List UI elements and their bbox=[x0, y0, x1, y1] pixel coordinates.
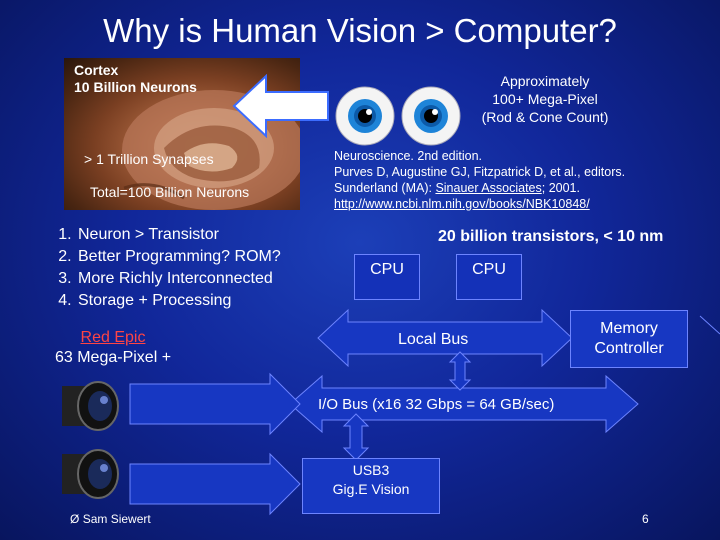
footer-author: Ø Sam Siewert bbox=[70, 512, 151, 526]
reference-line2: Purves D, Augustine GJ, Fitzpatrick D, e… bbox=[334, 165, 626, 179]
camera-lens-icon bbox=[62, 449, 119, 499]
usb-box: USB3 Gig.E Vision bbox=[302, 458, 440, 514]
cortex-line1: Cortex bbox=[74, 62, 119, 78]
cortex-label: Cortex 10 Billion Neurons bbox=[74, 62, 197, 96]
memory-line1: Memory bbox=[600, 320, 658, 337]
io-bus-arrow bbox=[289, 374, 639, 434]
red-epic-link[interactable]: Red Epic bbox=[80, 329, 146, 346]
page-number: 6 bbox=[642, 512, 649, 526]
list-item: Storage + Processing bbox=[76, 290, 281, 312]
reference-line3: Sunderland (MA): Sinauer Associates; 200… bbox=[334, 181, 580, 195]
publisher-link[interactable]: Sinauer Associates bbox=[435, 181, 542, 195]
cortex-line2: 10 Billion Neurons bbox=[74, 79, 197, 95]
camera-caption: Red Epic 63 Mega-Pixel + bbox=[28, 328, 198, 368]
reference-url-link[interactable]: http://www.ncbi.nlm.nih.gov/books/NBK108… bbox=[334, 197, 590, 211]
usb-line1: USB3 bbox=[352, 462, 390, 478]
transistor-count: 20 billion transistors, < 10 nm bbox=[438, 228, 664, 245]
page-title: Why is Human Vision > Computer? bbox=[103, 12, 617, 49]
memory-line2: Controller bbox=[594, 340, 664, 357]
memory-controller-box: Memory Controller bbox=[570, 310, 688, 368]
eye-icon bbox=[401, 86, 461, 146]
list-item: Better Programming? ROM? bbox=[76, 246, 281, 268]
eye-line1: Approximately bbox=[500, 73, 590, 89]
eye-icon bbox=[335, 86, 395, 146]
diameter-icon: Ø bbox=[70, 512, 80, 526]
cpu-box-2: CPU bbox=[456, 254, 522, 300]
local-io-connector bbox=[448, 351, 472, 391]
camera-arrow-bottom bbox=[129, 452, 301, 516]
usb-line2: Gig.E Vision bbox=[332, 481, 410, 497]
list-item: More Richly Interconnected bbox=[76, 268, 281, 290]
total-neurons-label: Total=100 Billion Neurons bbox=[90, 184, 250, 200]
camera-arrow-top bbox=[129, 372, 301, 436]
synapses-label: > 1 Trillion Synapses bbox=[84, 151, 214, 167]
reference-line1: Neuroscience. 2nd edition. bbox=[334, 149, 483, 163]
camera-lens-icon bbox=[62, 381, 119, 431]
local-bus-label: Local Bus bbox=[398, 331, 469, 348]
eye-resolution-text: Approximately 100+ Mega-Pixel (Rod & Con… bbox=[472, 72, 618, 126]
io-usb-connector bbox=[342, 413, 370, 461]
io-bus-label: I/O Bus (x16 32 Gbps = 64 GB/sec) bbox=[318, 396, 555, 413]
eye-line3: (Rod & Cone Count) bbox=[481, 109, 609, 125]
reference-citation: Neuroscience. 2nd edition. Purves D, Aug… bbox=[334, 148, 625, 212]
reasons-list: Neuron > Transistor Better Programming? … bbox=[42, 224, 281, 312]
list-item: Neuron > Transistor bbox=[76, 224, 281, 246]
author-name: Sam Siewert bbox=[82, 512, 151, 526]
camera-megapixel-text: 63 Mega-Pixel + bbox=[54, 349, 172, 366]
cpu-box-1: CPU bbox=[354, 254, 420, 300]
eye-line2: 100+ Mega-Pixel bbox=[492, 91, 598, 107]
left-arrow-icon bbox=[232, 74, 329, 138]
